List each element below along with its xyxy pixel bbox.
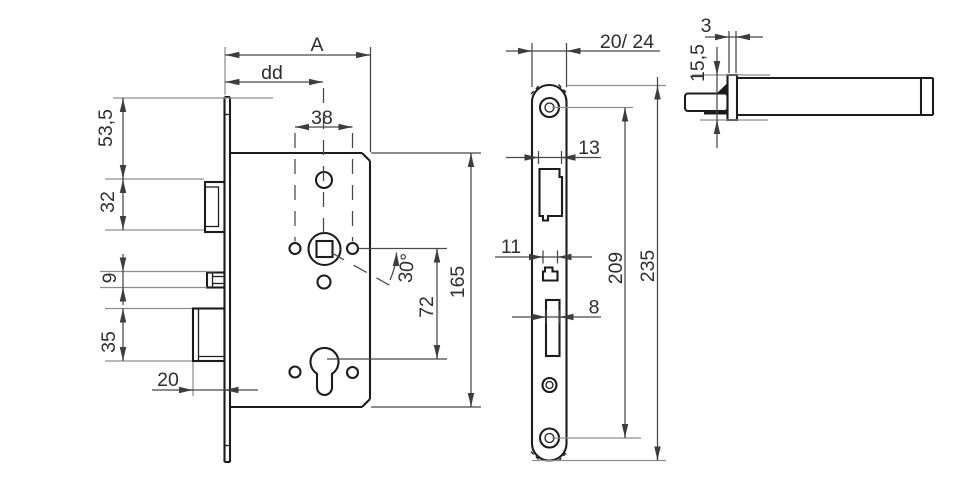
cylinder-screw-hole-right bbox=[345, 365, 360, 380]
cylinder-screw-hole-left bbox=[288, 365, 302, 379]
dim-case-depth: A bbox=[224, 34, 372, 152]
dim-latch-width: 13 bbox=[506, 137, 601, 164]
latch-lower-bevel bbox=[704, 110, 728, 115]
spindle-square-hole bbox=[315, 239, 334, 259]
case-top-view bbox=[737, 76, 935, 117]
lock-case-side-view: A dd 38 53,5 bbox=[95, 34, 481, 464]
dim-label-53-5: 53,5 bbox=[95, 109, 117, 147]
handle-screw-hole-left bbox=[288, 241, 302, 256]
dim-case-height: 165 bbox=[371, 152, 481, 408]
dim-label-235: 235 bbox=[637, 250, 659, 283]
latch-bevel bbox=[716, 83, 728, 94]
dim-aux-bolt-height: 9 bbox=[99, 254, 216, 305]
faceplate-front-view: 20/ 24 13 11 8 bbox=[495, 31, 666, 462]
dim-label-8: 8 bbox=[589, 297, 600, 319]
aux-bolt-side bbox=[205, 271, 226, 289]
dim-label-A: A bbox=[310, 34, 323, 56]
hole-below-follower bbox=[316, 274, 332, 290]
faceplate-top-view bbox=[726, 73, 739, 122]
latch-bolt-side bbox=[203, 180, 226, 234]
dim-label-3: 3 bbox=[701, 15, 712, 37]
dim-label-9: 9 bbox=[99, 273, 121, 284]
dim-plate-width: 20/ 24 bbox=[506, 31, 660, 87]
dim-bolt-slot-width: 8 bbox=[512, 297, 601, 324]
dim-label-13: 13 bbox=[578, 137, 600, 159]
dim-label-38: 38 bbox=[311, 107, 333, 129]
aux-bolt-hole-front bbox=[541, 266, 559, 282]
dim-label-11: 11 bbox=[501, 236, 521, 258]
faceplate-outline bbox=[530, 83, 568, 462]
handle-screw-hole-right bbox=[345, 241, 360, 256]
latch-front bbox=[538, 167, 564, 222]
spindle-follower bbox=[307, 231, 342, 267]
dim-label-72: 72 bbox=[416, 296, 438, 318]
faceplate-mid-screw-hole bbox=[541, 376, 558, 394]
faceplate-corner-marks bbox=[530, 84, 568, 462]
dim-plate-top-to-latch: 53,5 32 bbox=[95, 97, 273, 231]
dim-spindle-to-cylinder: 72 bbox=[327, 248, 447, 360]
dim-label-32: 32 bbox=[97, 191, 119, 213]
dim-label-20: 20 bbox=[157, 369, 179, 391]
dim-label-30deg: 30° bbox=[395, 252, 420, 284]
dim-label-15-5: 15,5 bbox=[687, 44, 709, 82]
lock-case-top-view: 3 15,5 bbox=[683, 15, 935, 148]
dim-angle-30: 30° bbox=[330, 247, 447, 287]
deadbolt-slot-front bbox=[544, 298, 561, 358]
latch-top-view bbox=[683, 92, 729, 113]
dim-deadbolt-throw: 20 bbox=[152, 362, 258, 396]
dim-aux-hole-width: 11 bbox=[495, 236, 592, 264]
dim-backset: dd bbox=[225, 62, 325, 237]
dim-label-20-24: 20/ 24 bbox=[600, 31, 654, 53]
dim-deadbolt-height: 35 bbox=[98, 307, 192, 362]
dim-plate-length: 235 bbox=[532, 77, 666, 462]
dim-label-35: 35 bbox=[98, 331, 120, 353]
deadbolt-side bbox=[191, 307, 226, 363]
dim-label-165: 165 bbox=[447, 266, 469, 299]
euro-cylinder-hole bbox=[309, 346, 340, 396]
dim-screw-spacing: 209 bbox=[552, 106, 641, 439]
dim-latch-projection: 15,5 bbox=[687, 44, 770, 148]
dim-label-dd: dd bbox=[261, 62, 283, 84]
dim-follower-hole-spacing: 38 bbox=[294, 107, 354, 242]
dim-plate-thickness: 3 bbox=[701, 15, 763, 73]
dim-label-209: 209 bbox=[605, 252, 627, 285]
